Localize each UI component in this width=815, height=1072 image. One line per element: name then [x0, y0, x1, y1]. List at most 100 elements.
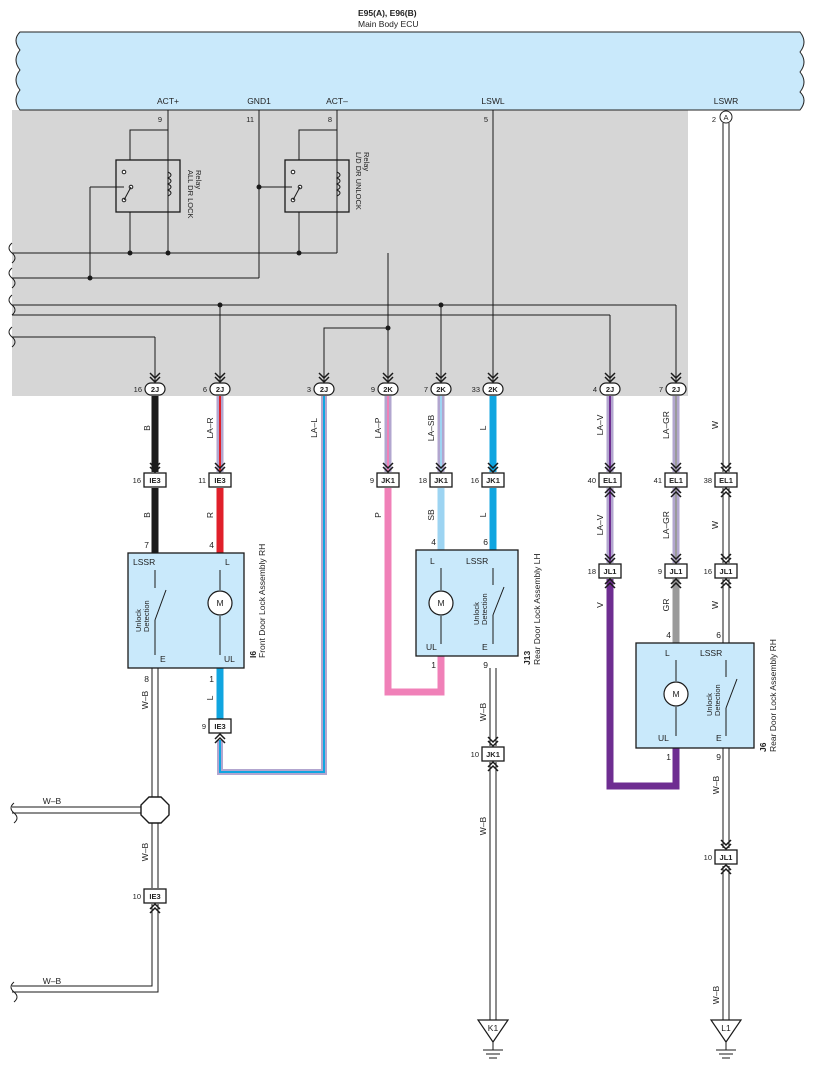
inline-connector-code: EL1 — [669, 476, 683, 485]
ecu-pin-num-5: 5 — [484, 115, 488, 124]
inline-connector-pin: 9 — [202, 722, 206, 731]
svg-text:LSSR: LSSR — [700, 648, 722, 658]
svg-text:Detection: Detection — [713, 684, 722, 716]
svg-text:W: W — [710, 521, 720, 529]
inline-connector-pin: 10 — [471, 750, 479, 759]
svg-text:W: W — [710, 601, 720, 609]
svg-text:LA–SB: LA–SB — [426, 414, 436, 441]
left-break-marks-lower — [10, 802, 18, 1003]
inline-connector-code: EL1 — [719, 476, 733, 485]
ecu-pin-label-lswr: LSWR — [714, 96, 739, 106]
svg-text:I6: I6 — [248, 651, 258, 658]
svg-text:W: W — [710, 421, 720, 429]
svg-text:W–B: W–B — [478, 702, 488, 721]
svg-text:1: 1 — [431, 660, 436, 670]
inline-connector-code: JL1 — [604, 567, 617, 576]
inline-connector-code: JL1 — [720, 853, 733, 862]
ecu-bottom-connector-5: 2K 7 — [424, 372, 452, 396]
ecu-pin-label-act-minus: ACT– — [326, 96, 348, 106]
svg-text:W–B: W–B — [43, 976, 62, 986]
ecu-bottom-connector-code: 2J — [320, 385, 328, 394]
inline-connector-13: JK1 10 — [471, 736, 505, 772]
inline-connector-code: JK1 — [486, 476, 500, 485]
svg-text:Relay: Relay — [362, 152, 371, 171]
svg-text:L: L — [478, 425, 488, 430]
svg-text:LA–L: LA–L — [309, 418, 319, 438]
svg-text:Relay: Relay — [194, 170, 203, 189]
ecu-bottom-connector-code: 2J — [216, 385, 224, 394]
svg-text:Rear Door Lock Assembly LH: Rear Door Lock Assembly LH — [532, 554, 542, 666]
ecu-bottom-connector-pin: 4 — [593, 385, 597, 394]
svg-text:LA–P: LA–P — [373, 417, 383, 438]
svg-text:W–B: W–B — [140, 842, 150, 861]
svg-text:E: E — [160, 654, 166, 664]
svg-text:Detection: Detection — [142, 600, 151, 632]
ground-k1: K1 — [476, 1019, 510, 1059]
svg-text:7: 7 — [144, 540, 149, 550]
inline-connector-code: JL1 — [720, 567, 733, 576]
svg-text:4: 4 — [209, 540, 214, 550]
svg-text:J13: J13 — [522, 651, 532, 665]
ecu-bottom-connector-code: 2K — [436, 385, 446, 394]
inline-connector-code: IE3 — [214, 722, 225, 731]
svg-text:9: 9 — [716, 752, 721, 762]
ecu-bottom-connector-pin: 6 — [203, 385, 207, 394]
inline-connector-code: IE3 — [214, 476, 225, 485]
svg-text:SB: SB — [426, 509, 436, 521]
ecu-name-label: Main Body ECU — [358, 19, 418, 29]
ecu-pin-num-9: 9 — [158, 115, 162, 124]
inline-connector-pin: 18 — [419, 476, 427, 485]
internal-wiring — [12, 110, 677, 382]
front-door-lock-assembly-rh: 7 4 8 1 LSSR L E UL Unlock Detection M I… — [127, 540, 267, 684]
svg-text:Rear Door Lock Assembly RH: Rear Door Lock Assembly RH — [768, 639, 778, 752]
ecu-bottom-connector-7: 2J4 — [593, 372, 621, 396]
ecu-pin-num-11: 11 — [246, 115, 254, 124]
ecu-bottom-connector-pin: 7 — [659, 385, 663, 394]
inline-connector-code: JK1 — [381, 476, 395, 485]
svg-text:Unlock: Unlock — [134, 609, 143, 632]
junction-dots — [87, 184, 444, 331]
svg-text:LA–R: LA–R — [205, 417, 215, 438]
main-body-ecu — [15, 31, 805, 111]
svg-text:L: L — [225, 557, 230, 567]
relay-ld-dr-unlock: L/D DR UNLOCK Relay — [284, 152, 371, 213]
ecu-bottom-connector-2: 2J 6 — [203, 372, 231, 396]
ecu-bottom-connector-pin: 7 — [424, 385, 428, 394]
svg-text:Unlock: Unlock — [705, 693, 714, 716]
inline-connector-pin: 9 — [370, 476, 374, 485]
svg-text:W–B: W–B — [711, 775, 721, 794]
ecu-bottom-connector-pin: 33 — [472, 385, 480, 394]
inline-connector-pin: 16 — [133, 476, 141, 485]
svg-text:Front Door Lock Assembly RH: Front Door Lock Assembly RH — [257, 544, 267, 658]
ecu-pin-label-gnd1: GND1 — [247, 96, 271, 106]
svg-text:W–B: W–B — [711, 985, 721, 1004]
svg-text:L1: L1 — [721, 1023, 731, 1033]
lswr-connector-a-label: A — [723, 113, 728, 122]
inline-connector-pin: 40 — [588, 476, 596, 485]
svg-text:LSSR: LSSR — [133, 557, 155, 567]
inline-connector-pin: 11 — [198, 476, 206, 485]
inline-connector-pin: 18 — [588, 567, 596, 576]
white-wires — [12, 123, 730, 1020]
rear-door-lock-assembly-lh: 4 6 1 9 L LSSR UL E Unlock Detection M J… — [415, 537, 542, 670]
inline-connector-9: JL1 18 — [588, 553, 622, 589]
svg-text:UL: UL — [426, 642, 437, 652]
inline-connector-code: JK1 — [486, 750, 500, 759]
ground-l1: L1 — [709, 1019, 743, 1059]
inline-connector-3: JK1 9 — [370, 462, 400, 488]
ecu-pin-label-act-plus: ACT+ — [157, 96, 179, 106]
ecu-bottom-connector-8: 2J7 — [659, 372, 687, 396]
svg-text:J6: J6 — [758, 742, 768, 752]
svg-text:6: 6 — [716, 630, 721, 640]
svg-text:L/D DR UNLOCK: L/D DR UNLOCK — [354, 152, 363, 210]
svg-text:W–B: W–B — [140, 690, 150, 709]
